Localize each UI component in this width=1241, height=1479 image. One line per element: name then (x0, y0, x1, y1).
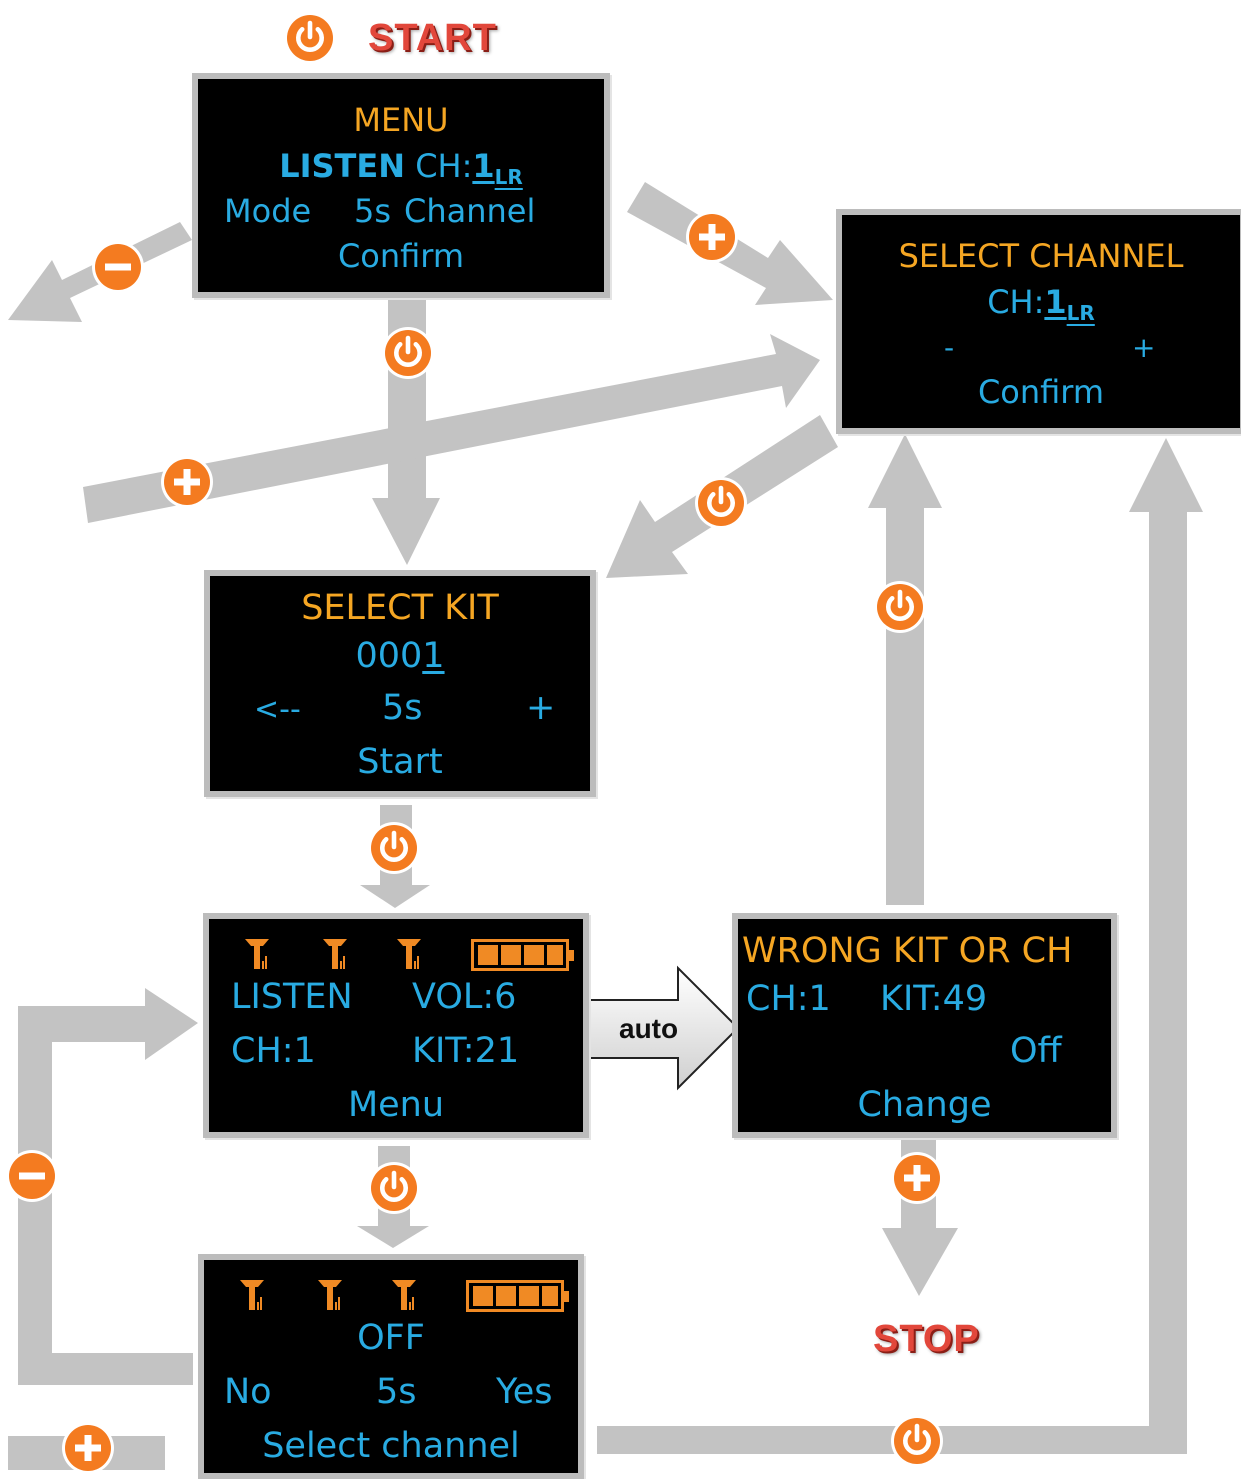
menu-screen: MENU LISTEN CH:1LR Mode 5s Channel Confi… (192, 73, 610, 298)
plus-icon[interactable] (891, 1152, 943, 1204)
off-select-channel[interactable]: Select channel (262, 1426, 520, 1466)
menu-confirm[interactable]: Confirm (337, 237, 465, 275)
kit-code-cursor: 1 (422, 636, 445, 676)
channel-ch-sub: LR (1066, 301, 1095, 325)
channel-plus[interactable]: + (1132, 331, 1156, 364)
off-screen: OFF No 5s Yes Select channel (198, 1254, 584, 1479)
plus-icon[interactable] (161, 456, 213, 508)
kit-code: 0001 (210, 636, 590, 676)
menu-ch-value: 1 (472, 147, 495, 185)
wrong-kit: KIT:49 (880, 979, 988, 1019)
auto-arrow (587, 965, 740, 1091)
off-no[interactable]: No (224, 1372, 272, 1412)
wrong-title: WRONG KIT OR CH (742, 931, 1073, 971)
plus-icon[interactable] (62, 1422, 114, 1474)
menu-time: 5s (354, 192, 392, 230)
battery-icon (471, 939, 574, 971)
kit-back[interactable]: <-- (254, 692, 301, 727)
listen-vol: VOL:6 (412, 977, 517, 1017)
antenna-icon (240, 1280, 264, 1310)
menu-ch-sub: LR (494, 165, 523, 189)
menu-title: MENU (353, 101, 449, 139)
wrong-kit-screen: WRONG KIT OR CH CH:1 KIT:49 Off Change (732, 913, 1117, 1138)
menu-listen: LISTEN (279, 147, 406, 185)
plus-icon[interactable] (686, 211, 738, 263)
channel-confirm[interactable]: Confirm (977, 373, 1105, 411)
power-icon[interactable] (695, 477, 747, 529)
menu-mode[interactable]: Mode (224, 192, 312, 230)
arrow-off-to-listen (18, 988, 198, 1385)
power-icon[interactable] (874, 581, 926, 633)
antenna-icon (392, 1280, 416, 1310)
power-icon[interactable] (284, 12, 336, 64)
listen-kit: KIT:21 (412, 1031, 520, 1071)
antenna-icon (245, 939, 269, 969)
wrong-change[interactable]: Change (857, 1085, 992, 1125)
channel-ch-value: 1 (1044, 283, 1067, 321)
battery-icon (466, 1280, 569, 1312)
power-icon[interactable] (382, 327, 434, 379)
kit-plus[interactable]: + (526, 688, 556, 728)
auto-label: auto (619, 1013, 679, 1044)
start-label: START (368, 17, 497, 59)
menu-ch-prefix: CH: (415, 147, 473, 185)
off-time: 5s (376, 1372, 417, 1412)
menu-listen-line: LISTEN CH:1LR (198, 147, 604, 189)
listen-menu[interactable]: Menu (347, 1085, 445, 1125)
antenna-icon (323, 939, 347, 969)
off-title: OFF (357, 1318, 425, 1358)
channel-line: CH:1LR (842, 283, 1240, 325)
channel-title: SELECT CHANNEL (898, 237, 1184, 275)
channel-minus[interactable]: - (944, 331, 955, 364)
select-channel-screen: SELECT CHANNEL CH:1LR - + Confirm (836, 209, 1241, 434)
antenna-icon (397, 939, 421, 969)
kit-title: SELECT KIT (301, 588, 499, 628)
kit-code-prefix: 000 (355, 636, 423, 676)
minus-icon[interactable] (6, 1150, 58, 1202)
minus-icon[interactable] (92, 241, 144, 293)
select-kit-screen: SELECT KIT 0001 <-- 5s + Start (204, 570, 596, 797)
power-icon[interactable] (891, 1415, 943, 1467)
listen-screen: LISTEN VOL:6 CH:1 KIT:21 Menu (203, 913, 589, 1138)
menu-channel[interactable]: Channel (404, 192, 536, 230)
kit-time: 5s (382, 688, 423, 728)
listen-ch: CH:1 (231, 1031, 316, 1071)
listen-label: LISTEN (231, 977, 353, 1017)
arrow-plus-to-channel (83, 334, 820, 523)
channel-ch-prefix: CH: (987, 283, 1045, 321)
power-icon[interactable] (368, 1162, 420, 1214)
power-icon[interactable] (368, 822, 420, 874)
wrong-off[interactable]: Off (1010, 1031, 1062, 1071)
kit-start[interactable]: Start (357, 742, 443, 782)
off-yes[interactable]: Yes (496, 1372, 553, 1412)
arrow-wrong-to-channel (868, 434, 942, 905)
stop-label: STOP (873, 1318, 980, 1360)
wrong-ch: CH:1 (746, 979, 831, 1019)
antenna-icon (318, 1280, 342, 1310)
